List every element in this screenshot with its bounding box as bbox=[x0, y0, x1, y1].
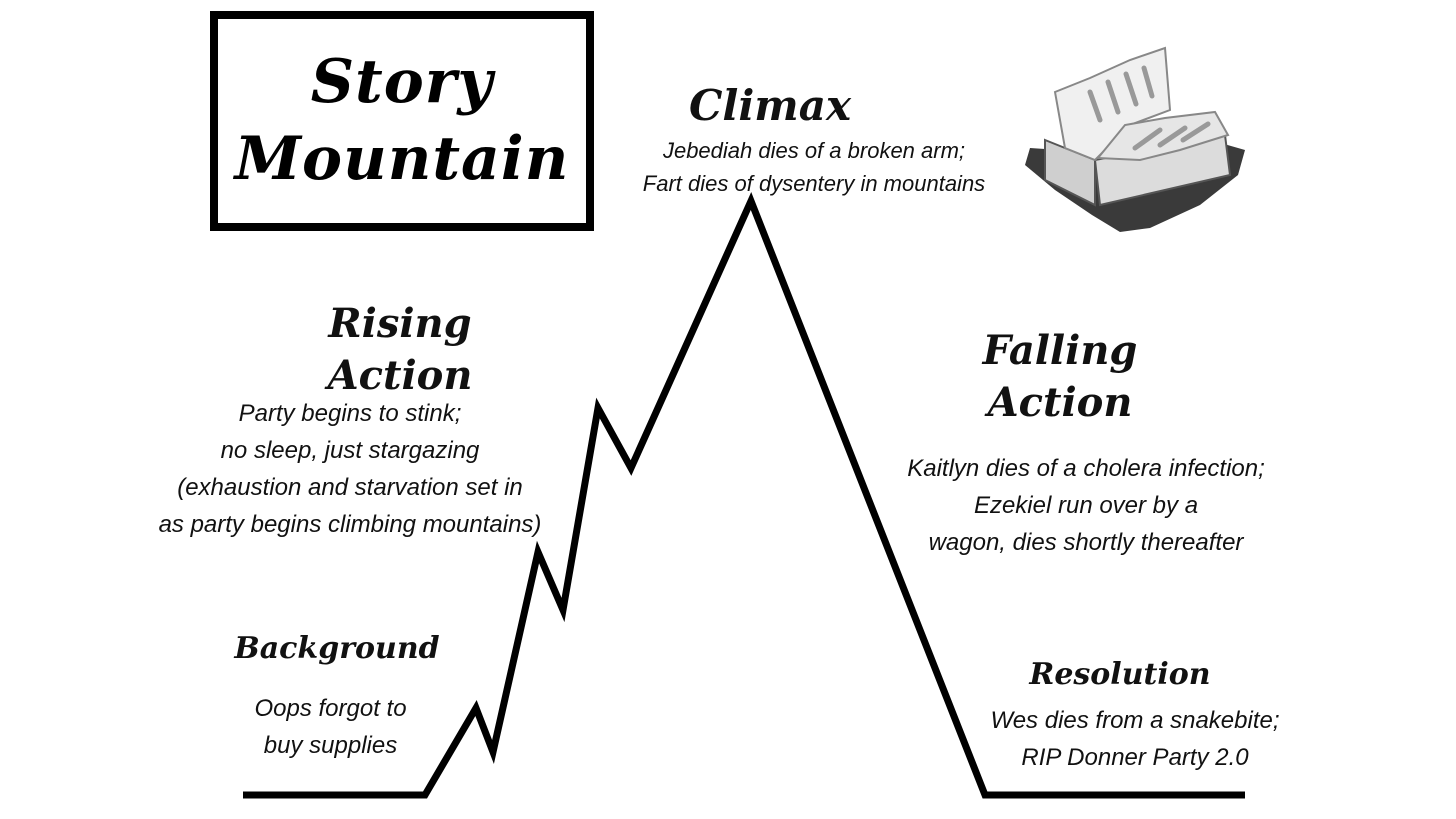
rising-action-text-line: as party begins climbing mountains) bbox=[158, 511, 542, 538]
falling-action-text-line: wagon, dies shortly thereafter bbox=[928, 529, 1244, 556]
resolution-heading-text: Resolution bbox=[1029, 657, 1211, 692]
falling-action-text: Kaitlyn dies of a cholera infection; Eze… bbox=[870, 450, 1302, 561]
background-text: Oops forgot to buy supplies bbox=[218, 690, 443, 764]
rising-action-text-line: (exhaustion and starvation set in bbox=[177, 474, 523, 501]
background-heading-text: Background bbox=[234, 631, 440, 666]
title-box: Story Mountain bbox=[210, 11, 594, 231]
climax-text: Jebediah dies of a broken arm; Fart dies… bbox=[600, 134, 1028, 200]
title-line-1: Story bbox=[310, 47, 494, 117]
rising-action-heading: Rising Action bbox=[300, 298, 500, 402]
resolution-text: Wes dies from a snakebite; RIP Donner Pa… bbox=[965, 702, 1305, 776]
background-text-line: buy supplies bbox=[263, 732, 398, 759]
rising-action-text: Party begins to stink; no sleep, just st… bbox=[125, 395, 575, 543]
rising-action-text-line: no sleep, just stargazing bbox=[220, 437, 480, 464]
climax-heading: Climax bbox=[660, 81, 880, 130]
resolution-heading: Resolution bbox=[1020, 657, 1220, 693]
rising-action-heading-line: Rising bbox=[328, 300, 472, 347]
falling-action-heading-line: Action bbox=[987, 379, 1133, 426]
story-arc-line bbox=[243, 191, 1245, 799]
background-heading: Background bbox=[228, 631, 446, 667]
climax-text-line: Jebediah dies of a broken arm; bbox=[662, 138, 966, 163]
resolution-text-line: Wes dies from a snakebite; bbox=[990, 707, 1280, 734]
falling-action-heading: Falling Action bbox=[960, 325, 1160, 429]
open-book-icon bbox=[1025, 46, 1245, 232]
falling-action-text-line: Kaitlyn dies of a cholera infection; bbox=[907, 455, 1265, 482]
falling-action-text-line: Ezekiel run over by a bbox=[973, 492, 1199, 519]
falling-action-heading-line: Falling bbox=[982, 327, 1138, 374]
background-text-line: Oops forgot to bbox=[254, 695, 407, 722]
climax-heading-text: Climax bbox=[688, 81, 852, 130]
title-line-2: Mountain bbox=[234, 124, 570, 194]
rising-action-heading-line: Action bbox=[327, 352, 473, 399]
rising-action-text-line: Party begins to stink; bbox=[238, 400, 462, 427]
resolution-text-line: RIP Donner Party 2.0 bbox=[1021, 744, 1249, 771]
climax-text-line: Fart dies of dysentery in mountains bbox=[642, 171, 986, 196]
